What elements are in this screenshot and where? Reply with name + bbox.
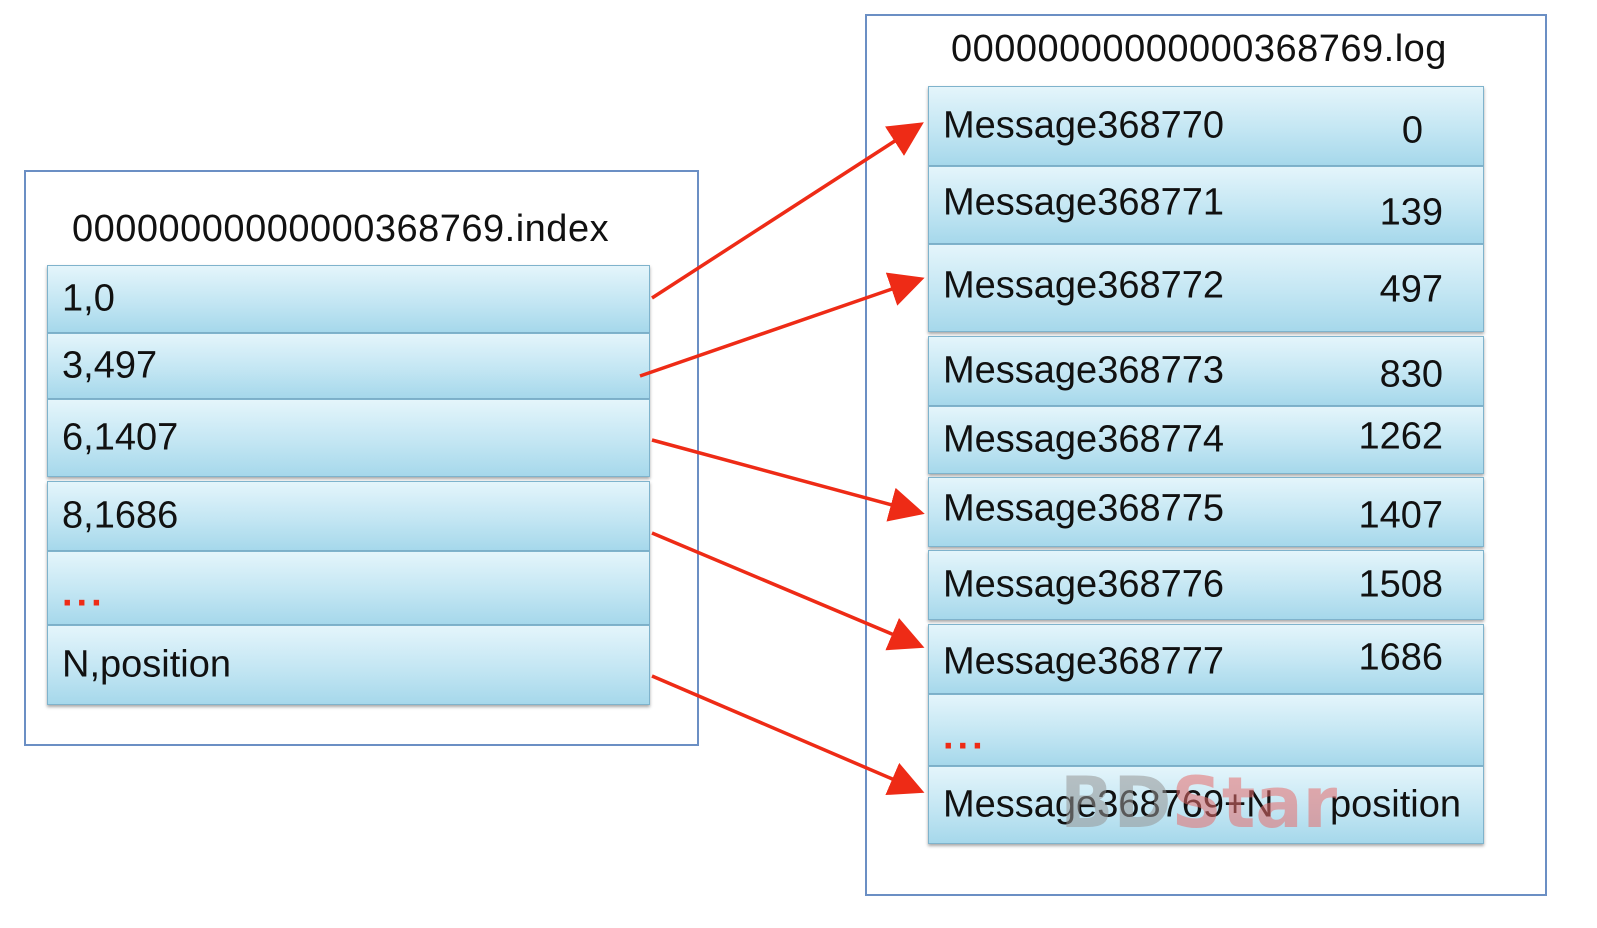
index-entry-label: 1,0 (62, 277, 115, 320)
message-position: 497 (1379, 268, 1443, 311)
log-message-row: Message368770 0 (928, 86, 1484, 166)
index-entry-label: 6,1407 (62, 416, 179, 459)
index-entry: 3,497 (47, 333, 650, 399)
arrow-6-1407-to-message368775 (651, 438, 925, 522)
arrow-n-position-to-message368769-n (651, 674, 925, 796)
index-entry-label: 3,497 (62, 344, 158, 387)
index-entry: N,position (47, 625, 650, 705)
message-name: Message368771 (943, 181, 1224, 224)
watermark-logo: BDStar (1060, 762, 1337, 844)
log-message-row: Message368771 139 (928, 166, 1484, 244)
log-message-row: Message368769+N position (928, 766, 1484, 844)
message-name: Message368775 (943, 487, 1224, 530)
index-entry-ellipsis: ... (47, 551, 650, 625)
message-position: 1407 (1358, 494, 1443, 537)
message-name: Message368776 (943, 563, 1224, 606)
message-position: 1262 (1358, 415, 1443, 458)
log-message-row: Message368776 1508 (928, 550, 1484, 620)
message-name: Message368772 (943, 264, 1224, 307)
log-file-title: 00000000000000368769.log (951, 28, 1447, 70)
log-message-row: Message368772 497 (928, 244, 1484, 332)
message-name: Message368774 (943, 418, 1224, 461)
message-name: Message368770 (943, 104, 1224, 147)
log-message-ellipsis: ... (928, 694, 1484, 766)
index-entry: 8,1686 (47, 481, 650, 551)
message-position: 139 (1379, 191, 1443, 234)
index-entry: 6,1407 (47, 399, 650, 477)
index-entry: 1,0 (47, 265, 650, 333)
ellipsis-dots: ... (62, 572, 106, 615)
watermark-part-2: Star (1171, 762, 1338, 844)
watermark-part-1: BD (1060, 762, 1172, 844)
message-position: 830 (1379, 353, 1443, 396)
message-name: Message368777 (943, 640, 1224, 683)
log-message-row: Message368774 1262 (928, 406, 1484, 474)
index-entry-label: 8,1686 (62, 494, 179, 537)
message-name: Message368773 (943, 349, 1224, 392)
arrow-1-0-to-message368770 (651, 122, 924, 300)
log-message-row: Message368775 1407 (928, 477, 1484, 547)
message-position: 0 (1401, 109, 1423, 152)
arrow-8-1686-to-message368777 (651, 531, 925, 651)
index-file-title: 00000000000000368769.index (72, 208, 610, 250)
message-position: 1508 (1358, 563, 1443, 606)
message-position: position (1330, 783, 1461, 826)
message-name: Message368769+N (943, 783, 1274, 826)
index-entry-label: N,position (62, 643, 231, 686)
ellipsis-dots: ... (943, 715, 987, 758)
arrow-3-497-to-message368772 (639, 272, 925, 378)
log-message-row: Message368777 1686 (928, 624, 1484, 694)
log-message-row: Message368773 830 (928, 336, 1484, 406)
message-position: 1686 (1358, 636, 1443, 679)
